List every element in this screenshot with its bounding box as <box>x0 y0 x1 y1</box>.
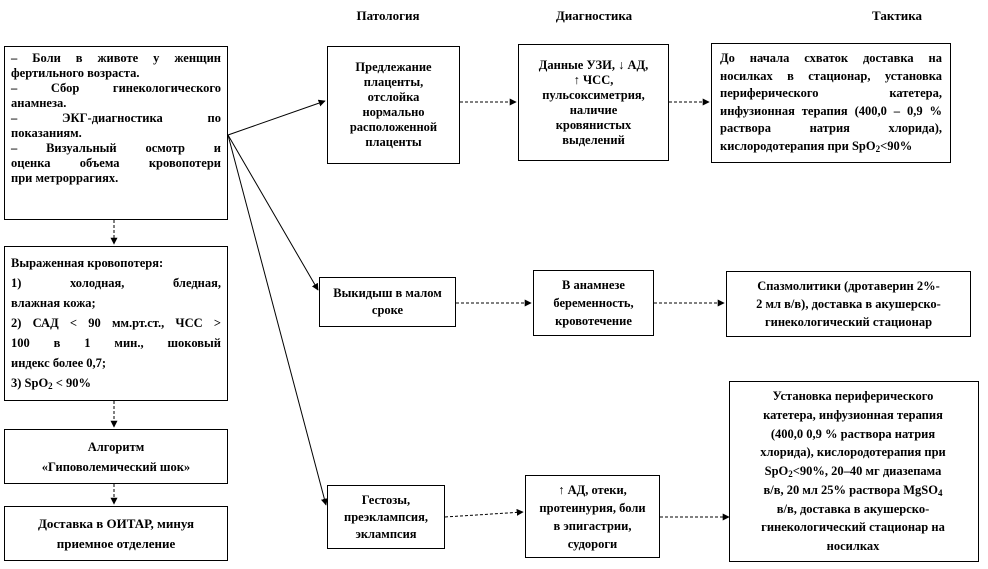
tactics-line: в/в, доставка в акушерско- <box>776 501 930 516</box>
symptoms-line: оценка объема кровопотери <box>11 156 221 170</box>
tactics-line: Установка периферического <box>772 388 934 403</box>
delivery-box: Доставка в ОИТАР, минуя приемное отделен… <box>4 506 228 561</box>
pathology-line: Предлежание <box>355 60 432 74</box>
blood-loss-box: Выраженная кровопотеря: 1) холодная, бле… <box>4 246 228 401</box>
tactics-line: 2 мл в/в), доставка в акушерско- <box>756 297 941 311</box>
pathology-line: плаценты, <box>363 75 424 89</box>
tactics-line: в/в, 20 мл 25% раствора MgSO4 <box>763 482 943 498</box>
tactics-line: гинекологический стационар <box>764 315 933 329</box>
diagnostics-line: беременность, <box>553 296 634 310</box>
tactics-gestosis-box: Установка периферического катетера, инфу… <box>736 383 970 560</box>
blood-loss-line: 1) холодная, бледная, <box>11 276 221 290</box>
diagnostics-line: В анамнезе <box>561 278 625 292</box>
tactics-line: (400,0 0,9 % раствора натрия <box>770 426 936 441</box>
pathology-gestosis-box: Гестозы, преэклампсия, эклампсия <box>327 485 445 549</box>
blood-loss-line: Выраженная кровопотеря: <box>11 256 164 270</box>
symptoms-line: фертильного возраста. <box>11 66 140 80</box>
pathology-placenta-box: Предлежание плаценты, отслойка нормально… <box>327 46 460 164</box>
diagnostics-line: протеинурия, боли <box>539 500 646 515</box>
pathology-line: отслойка <box>367 90 420 104</box>
tactics-line: гинекологический стационар на <box>761 520 945 535</box>
pathology-line: Выкидыш в малом <box>333 286 442 300</box>
pathology-line: Гестозы, <box>361 492 411 507</box>
symptoms-line: – ЭКГ-диагностика по <box>11 111 221 125</box>
arrow-to-miscarriage <box>227 134 319 291</box>
symptoms-line: – Сбор гинекологического <box>11 81 221 95</box>
diagnostics-line: ↑ АД, отеки, <box>558 482 627 497</box>
blood-loss-line: 100 в 1 мин., шоковый <box>11 336 221 350</box>
tactics-line: катетера, инфузионная терапия <box>763 407 943 422</box>
symptoms-line: анамнеза. <box>11 96 67 110</box>
symptoms-line: – Боли в животе у женщин <box>11 51 221 65</box>
tactics-line: SpO2<90%, 20–40 мг диазепама <box>764 464 942 480</box>
symptoms-line: показаниям. <box>11 126 82 140</box>
algorithm-line: Алгоритм <box>87 439 145 454</box>
pathology-miscarriage-box: Выкидыш в малом сроке <box>319 277 456 327</box>
diagnostics-line: кровотечение <box>555 314 632 328</box>
algorithm-box: Алгоритм «Гиповолемический шок» <box>4 429 228 484</box>
tactics-miscarriage-box: Спазмолитики (дротаверин 2%- 2 мл в/в), … <box>726 271 971 337</box>
arrow-gestosis-to-diagnostics <box>444 508 524 518</box>
delivery-line: Доставка в ОИТАР, минуя <box>37 515 195 531</box>
diagnostics-line: Данные УЗИ, ↓ АД, <box>538 57 649 72</box>
arrow-to-gestosis <box>227 134 328 506</box>
symptoms-box: – Боли в животе у женщин фертильного воз… <box>4 46 228 220</box>
pathology-line: расположенной <box>349 120 438 134</box>
blood-loss-line: влажная кожа; <box>11 296 96 310</box>
tactics-line: Спазмолитики (дротаверин 2%- <box>757 279 940 293</box>
tactics-line: кислородотерапия при SpO2<90% <box>720 138 913 154</box>
diagnostics-line: кровянистых <box>555 117 632 132</box>
diagnostics-line: наличие <box>569 102 618 117</box>
tactics-line: носилках <box>826 539 880 554</box>
tactics-line: хлорида), кислородотерапия при <box>760 445 946 460</box>
blood-loss-line: 3) SpO2 < 90% <box>11 376 92 391</box>
diagnostics-line: выделений <box>562 132 625 147</box>
tactics-line: периферического катетера, <box>720 86 942 100</box>
pathology-line: плаценты <box>365 135 422 149</box>
header-diagnostics: Диагностика <box>555 8 633 23</box>
diagnostics-line: в эпигастрии, <box>553 518 632 533</box>
tactics-line: инфузионная терапия (400,0 – 0,9 % <box>720 103 942 118</box>
tactics-line: носилках в стационар, установка <box>720 68 942 83</box>
pathology-line: сроке <box>371 303 404 317</box>
delivery-line: приемное отделение <box>56 535 176 551</box>
diagnostics-miscarriage-box: В анамнезе беременность, кровотечение <box>533 270 654 336</box>
header-pathology: Патология <box>356 8 420 23</box>
pathology-line: преэклампсия, <box>344 509 428 524</box>
pathology-line: нормально <box>362 105 425 119</box>
diagnostics-line: пульсоксиметрия, <box>542 87 645 102</box>
pathology-line: эклампсия <box>355 526 417 541</box>
blood-loss-line: индекс более 0,7; <box>11 356 107 370</box>
diagnostics-line: судороги <box>567 536 618 551</box>
algorithm-line: «Гиповолемический шок» <box>41 459 191 474</box>
blood-loss-line: 2) САД < 90 мм.рт.ст., ЧСС > <box>11 316 221 330</box>
tactics-placenta-box: До начала схваток доставка на носилках в… <box>711 43 951 163</box>
arrow-to-placenta <box>227 99 326 136</box>
diagnostics-placenta-box: Данные УЗИ, ↓ АД, ↑ ЧСС, пульсоксиметрия… <box>518 44 669 161</box>
diagnostics-line: ↑ ЧСС, <box>573 72 614 87</box>
tactics-line: До начала схваток доставка на <box>720 51 942 65</box>
header-tactics: Тактика <box>871 8 922 23</box>
tactics-line: раствора натрия хлорида), <box>720 121 942 135</box>
symptoms-line: при метроррагиях. <box>11 171 119 185</box>
diagnostics-gestosis-box: ↑ АД, отеки, протеинурия, боли в эпигаст… <box>525 475 660 558</box>
symptoms-line: – Визуальный осмотр и <box>11 141 221 155</box>
